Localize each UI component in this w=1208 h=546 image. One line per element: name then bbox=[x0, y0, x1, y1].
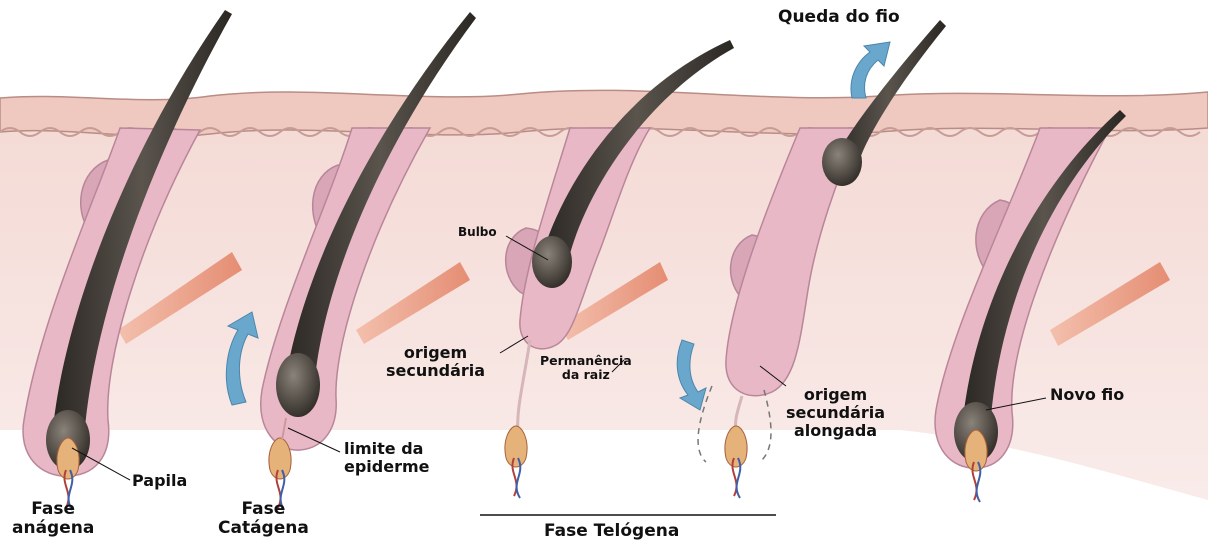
phase-label-catagena: Fase Catágena bbox=[218, 500, 309, 538]
phase-label-telogena: Fase Telógena bbox=[544, 522, 679, 541]
shedding-hair-bulb bbox=[822, 138, 862, 186]
label-permanencia-line2: da raiz bbox=[540, 368, 632, 382]
hair-bulb-2 bbox=[276, 353, 320, 417]
label-permanencia-line1: Permanência bbox=[540, 354, 632, 368]
phase-catagena-line1: Fase bbox=[218, 500, 309, 519]
dermal-papilla-4 bbox=[725, 426, 747, 467]
dermal-papilla-1 bbox=[57, 438, 79, 479]
label-limite-line1: limite da bbox=[344, 440, 430, 458]
label-permanencia-da-raiz: Permanência da raiz bbox=[540, 354, 632, 382]
label-papila: Papila bbox=[132, 472, 187, 490]
phase-catagena-line2: Catágena bbox=[218, 519, 309, 538]
label-origem-secundaria-line2: secundária bbox=[386, 362, 485, 380]
dermal-papilla-5 bbox=[965, 430, 987, 471]
label-alongada-line1: origem bbox=[786, 386, 885, 404]
phase-anagena-line2: anágena bbox=[12, 519, 94, 538]
label-limite-line2: epiderme bbox=[344, 458, 430, 476]
label-origem-secundaria: origem secundária bbox=[386, 344, 485, 380]
phase-label-anagena: Fase anágena bbox=[12, 500, 94, 538]
club-hair-bulb bbox=[532, 236, 572, 288]
label-limite-da-epiderme: limite da epiderme bbox=[344, 440, 430, 476]
phase-anagena-line1: Fase bbox=[12, 500, 94, 519]
label-bulbo: Bulbo bbox=[458, 226, 497, 239]
label-novo-fio: Novo fio bbox=[1050, 386, 1124, 404]
label-origem-secundaria-alongada: origem secundária alongada bbox=[786, 386, 885, 440]
label-origem-secundaria-line1: origem bbox=[386, 344, 485, 362]
dermal-papilla-3 bbox=[505, 426, 527, 467]
label-queda-do-fio: Queda do fio bbox=[778, 8, 900, 27]
dermal-papilla-2 bbox=[269, 438, 291, 479]
label-alongada-line2: secundária bbox=[786, 404, 885, 422]
label-alongada-line3: alongada bbox=[786, 422, 885, 440]
